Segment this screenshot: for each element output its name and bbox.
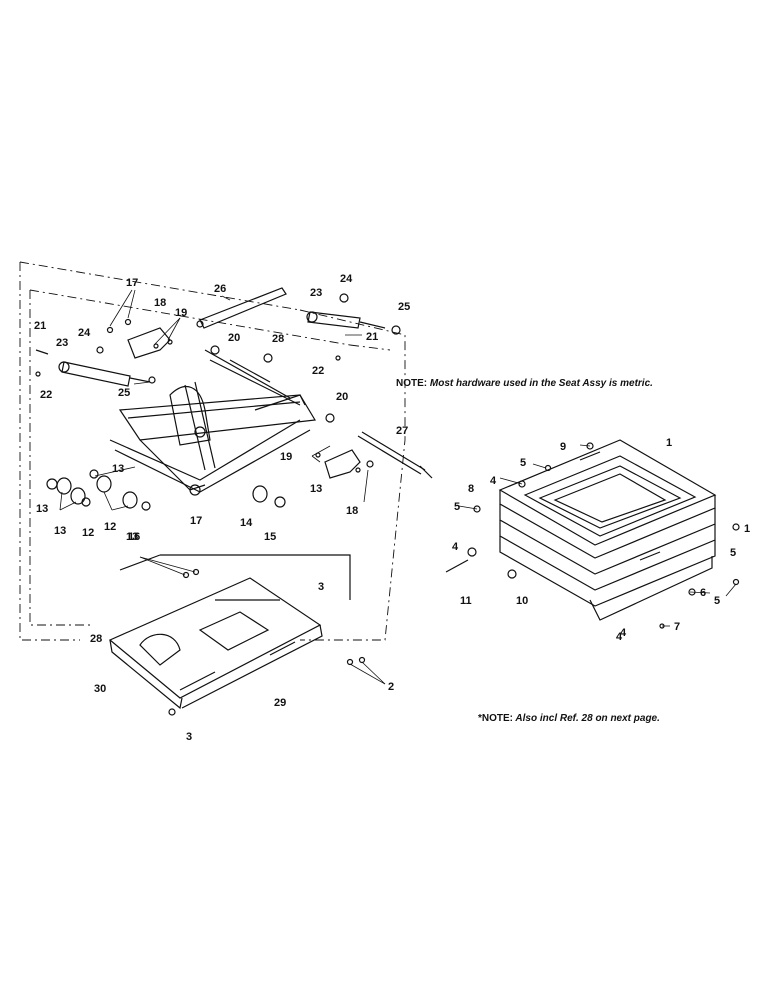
callout: 9 [560, 441, 566, 453]
callout: 4 [490, 475, 497, 487]
callout: 17 [126, 277, 138, 289]
callout: 1 [666, 437, 672, 449]
callout: 2 [388, 681, 394, 693]
callout: 21 [34, 320, 46, 332]
callout: 7 [674, 621, 680, 633]
bushings-and-rollers [46, 469, 286, 511]
shock-absorber-right [306, 293, 401, 335]
callout: 12 [104, 521, 116, 533]
callout: 6 [700, 587, 706, 599]
callout: 5 [520, 457, 526, 469]
callout: 25 [118, 387, 130, 399]
callout: 13 [310, 483, 322, 495]
callout: 22 [40, 389, 52, 401]
callout: 1 [744, 523, 750, 535]
callout: 21 [366, 331, 378, 343]
callout: 28 [90, 633, 102, 645]
callout: 14 [240, 517, 253, 529]
callout: 24 [78, 327, 91, 339]
bracket-left [106, 318, 173, 359]
callout: 5 [730, 547, 736, 559]
callout: 17 [190, 515, 202, 527]
callout: 23 [310, 287, 322, 299]
callout: 5 [714, 595, 720, 607]
callout: 10 [516, 595, 528, 607]
callout: 4 [620, 627, 627, 639]
callout: 3 [186, 731, 192, 743]
callout: 18 [346, 505, 358, 517]
callout: 15 [264, 531, 276, 543]
callout: 3 [318, 581, 324, 593]
dashed-reference-lines [19, 261, 406, 641]
callout: 30 [94, 683, 106, 695]
callout: 11 [460, 595, 472, 607]
adjustment-handle [196, 287, 287, 329]
callout: 12 [82, 527, 94, 539]
callout: 26 [214, 283, 226, 295]
note-text: Also incl Ref. 28 on next page. [515, 713, 660, 724]
callout: 18 [154, 297, 166, 309]
cross-rod [357, 431, 433, 479]
callout: 5 [454, 501, 460, 513]
callout: 28 [272, 333, 284, 345]
note-metric-hardware: NOTE: Most hardware used in the Seat Ass… [396, 378, 653, 389]
callout: 13 [126, 531, 138, 543]
callout: 29 [274, 697, 286, 709]
shock-absorber-left [35, 349, 151, 387]
leader-lines [59, 289, 737, 685]
callout: 16 [128, 531, 140, 543]
callout-labels: 17 26 24 23 25 18 19 20 21 28 24 23 21 2… [34, 273, 750, 743]
callout: 25 [398, 301, 410, 313]
scissor-arm-assembly [109, 349, 316, 496]
bracket-right [315, 449, 374, 479]
callout: 20 [228, 332, 240, 344]
callout: 4 [616, 631, 623, 643]
callout: 19 [175, 307, 187, 319]
callout: 13 [36, 503, 48, 515]
suspension-base-stack [445, 439, 740, 629]
callout: 8 [468, 483, 474, 495]
callout: 24 [340, 273, 353, 285]
note-prefix: NOTE: [396, 378, 428, 389]
callout: 19 [280, 451, 292, 463]
callout: 20 [336, 391, 348, 403]
callout: 27 [396, 425, 408, 437]
callout: 13 [112, 463, 124, 475]
callout: 13 [54, 525, 66, 537]
base-plate [108, 554, 366, 716]
callout: 22 [312, 365, 324, 377]
callout: 4 [452, 541, 459, 553]
note-text: Most hardware used in the Seat Assy is m… [429, 378, 653, 389]
callout: 23 [56, 337, 68, 349]
note-also-includes: *NOTE: Also incl Ref. 28 on next page. [478, 713, 660, 724]
upper-fasteners [35, 345, 341, 423]
note-prefix: *NOTE: [478, 713, 513, 724]
